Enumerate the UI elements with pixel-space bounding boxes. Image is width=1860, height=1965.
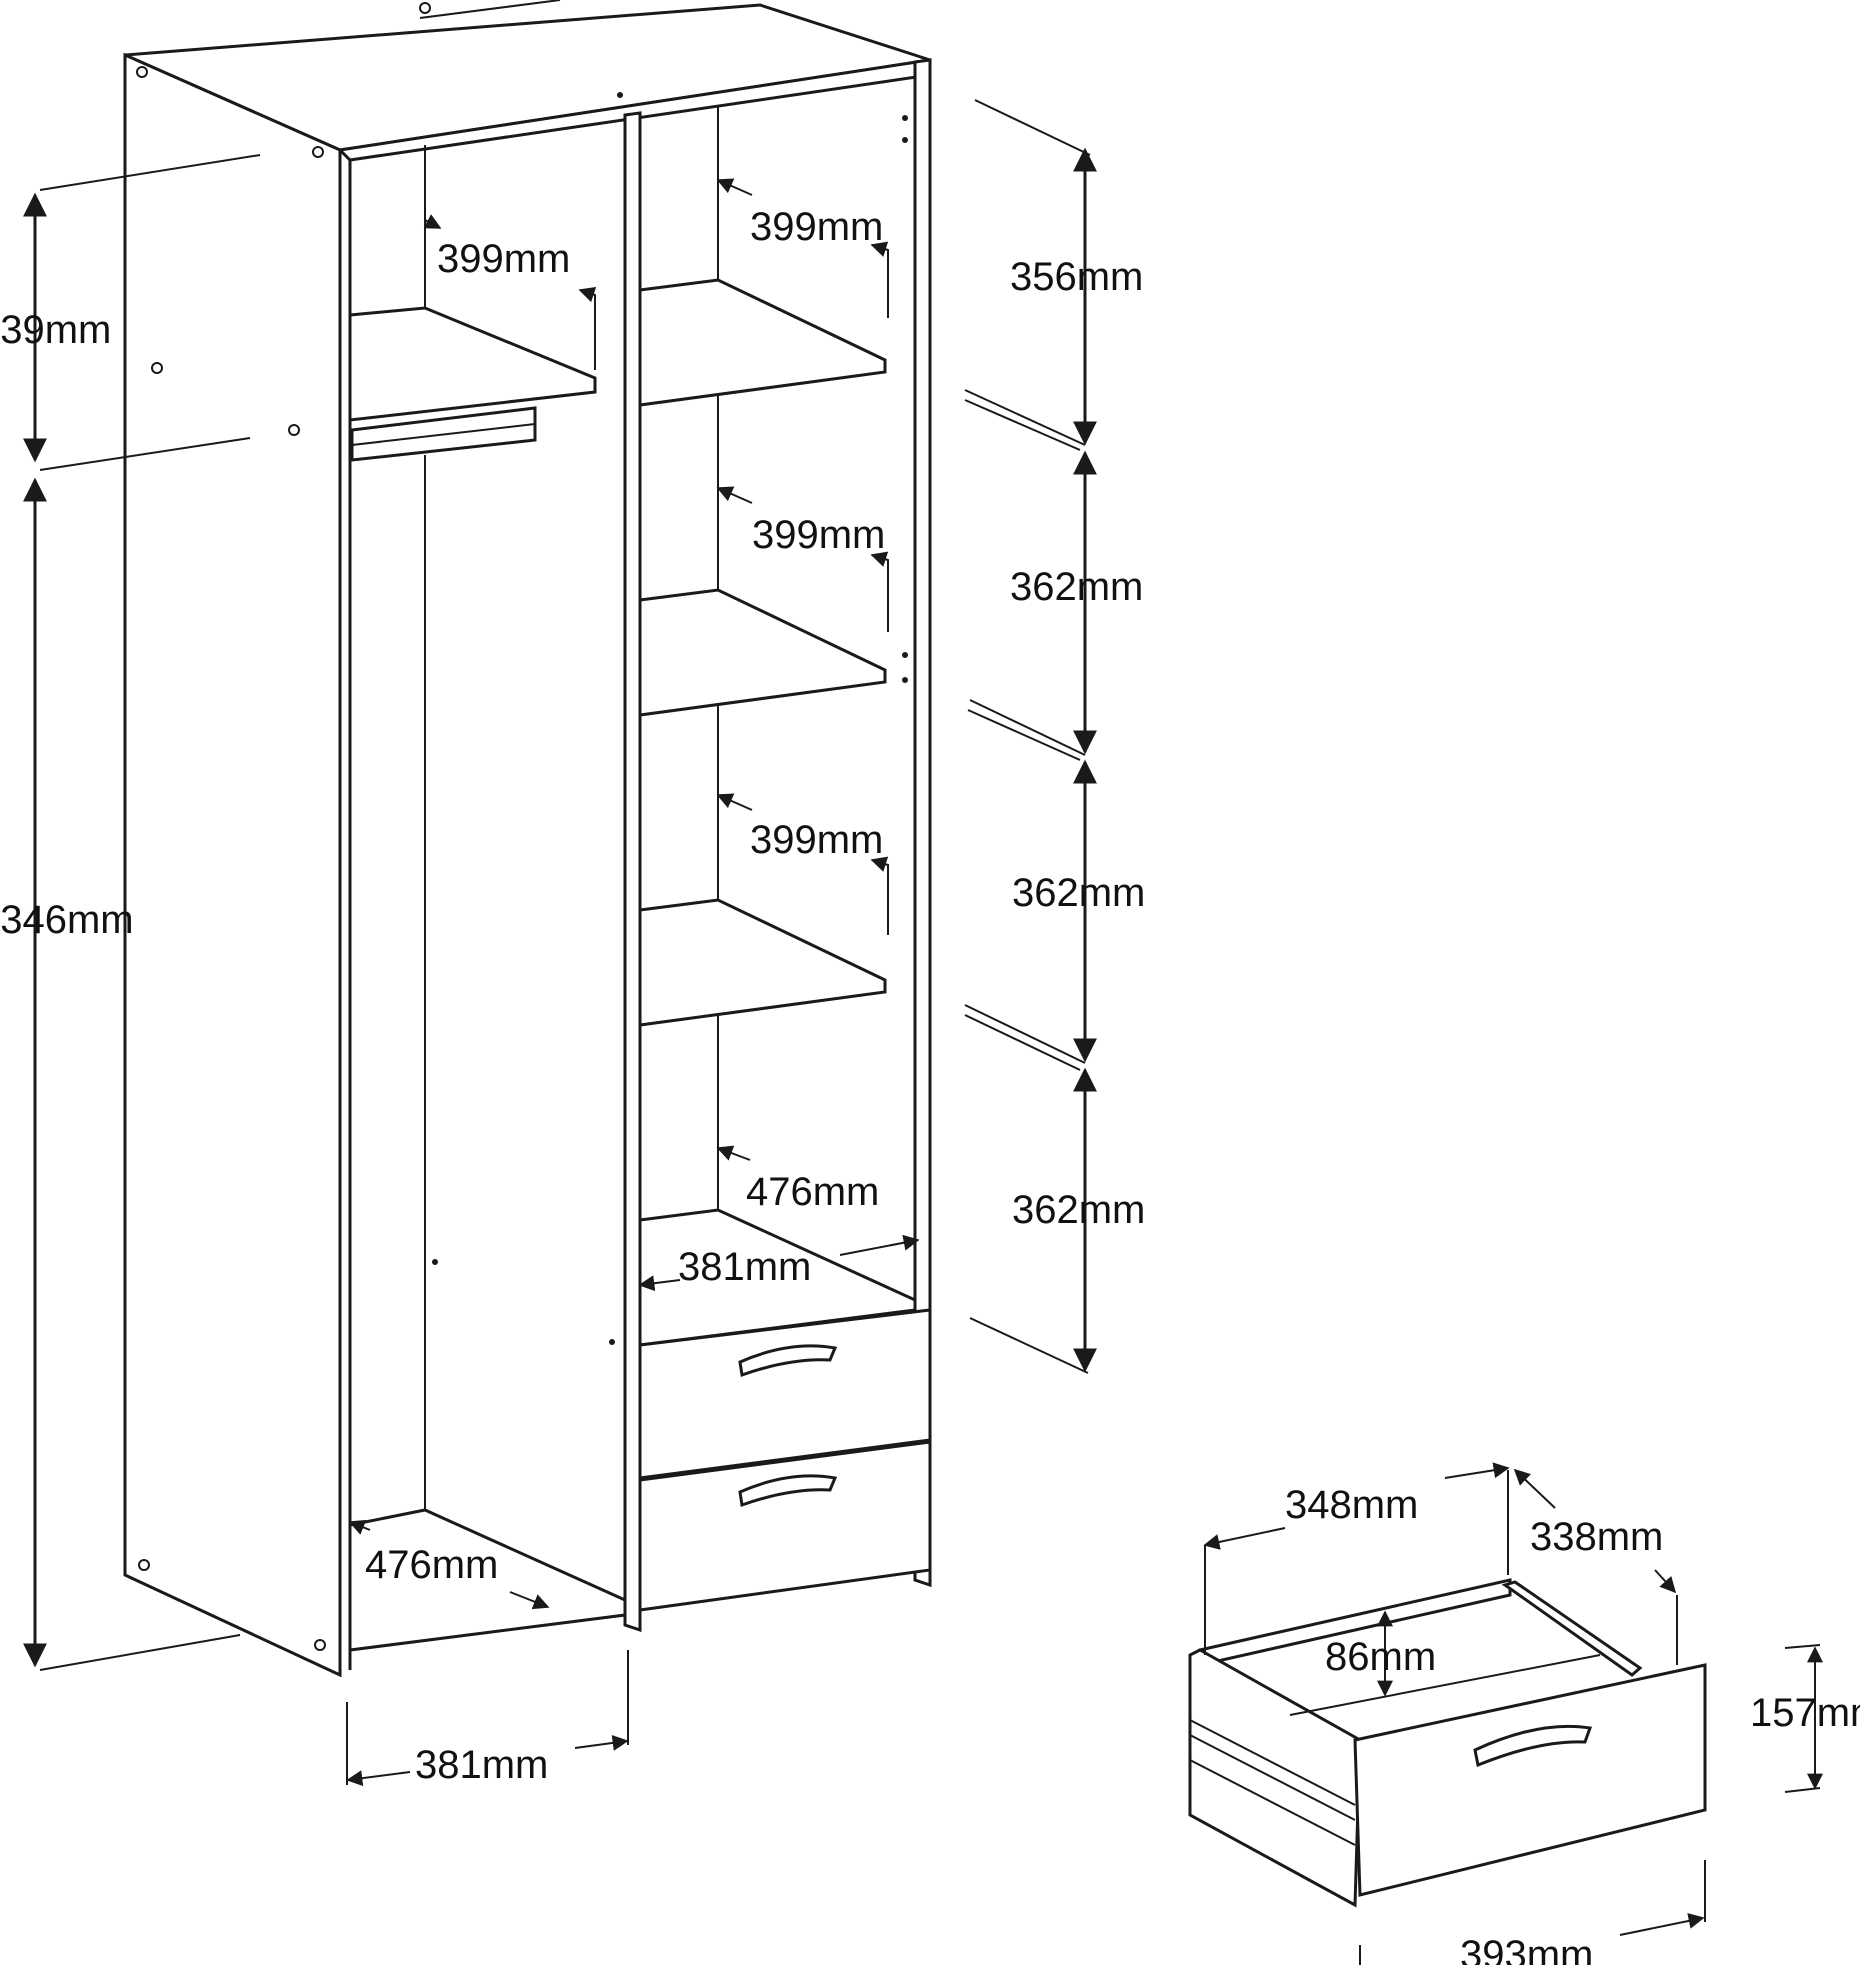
hole: [138, 1559, 150, 1571]
right-height-1-label: 356mm: [1010, 255, 1143, 299]
hanging-floor: [348, 1508, 627, 1652]
hole: [136, 66, 148, 78]
drawer-inner-height-label: 86mm: [1325, 1635, 1436, 1679]
drawer-depth-label: 338mm: [1530, 1515, 1663, 1559]
lower-left-height-label: 1346mm: [0, 898, 134, 942]
shelf-2: [638, 588, 887, 717]
shelf-width-3-label: 399mm: [750, 818, 883, 862]
drawer-detail: 348mm 338mm 86mm 157mm 393mm: [1188, 1462, 1860, 1965]
right-side-panel: [913, 58, 932, 1588]
drawer-front-width-label: 393mm: [1460, 1933, 1593, 1965]
drawer-left-side: [1188, 1648, 1362, 1908]
drawer-width-label: 348mm: [1285, 1483, 1418, 1527]
left-side-panel: [123, 52, 342, 1678]
hanging-bottom-width-label: 381mm: [415, 1743, 548, 1787]
shelf-width-1-label: 399mm: [750, 205, 883, 249]
middle-divider: [623, 111, 642, 1633]
shelf-width-2-label: 399mm: [752, 513, 885, 557]
upper-left-height-label: 339mm: [0, 308, 111, 352]
drawer-height-label: 157mm: [1750, 1691, 1860, 1735]
hanging-depth-label: 476mm: [365, 1543, 498, 1587]
drawer-front-bottom: [638, 1440, 932, 1612]
shelf-depth-label: 476mm: [746, 1170, 879, 1214]
right-height-3-label: 362mm: [1012, 871, 1145, 915]
drawer-front: [1353, 1663, 1707, 1897]
hanging-width-label: 399mm: [437, 237, 570, 281]
shelf-3: [638, 898, 887, 1027]
drawer-front-top: [638, 1308, 932, 1480]
hole: [312, 146, 324, 158]
right-height-4-label: 362mm: [1012, 1188, 1145, 1232]
wardrobe-body: [123, 3, 932, 1678]
drawer-handle: [738, 1474, 838, 1508]
right-dimensions: 356mm 362mm 362mm 362mm: [964, 99, 1145, 1374]
left-dimensions: 339mm 1346mm: [0, 154, 261, 1671]
hole: [288, 424, 300, 436]
shelf-4: [638, 1208, 917, 1347]
shelf-1: [638, 278, 887, 407]
inner-dimensions: 399mm 399mm 399mm 399mm 476mm 381mm 476m…: [348, 178, 920, 1610]
shelf-inner-width-label: 381mm: [678, 1245, 811, 1289]
drawer-detail-handle: [1473, 1724, 1593, 1768]
right-height-2-label: 362mm: [1010, 565, 1143, 609]
drawer-right-side: [1501, 1580, 1643, 1677]
drawer-handle: [738, 1344, 838, 1378]
hanging-shelf: [348, 306, 597, 422]
hole: [151, 362, 163, 374]
bottom-width-dimension: 381mm: [346, 1650, 629, 1787]
top-dimension-fragment: [419, 0, 561, 19]
hole: [314, 1639, 326, 1651]
